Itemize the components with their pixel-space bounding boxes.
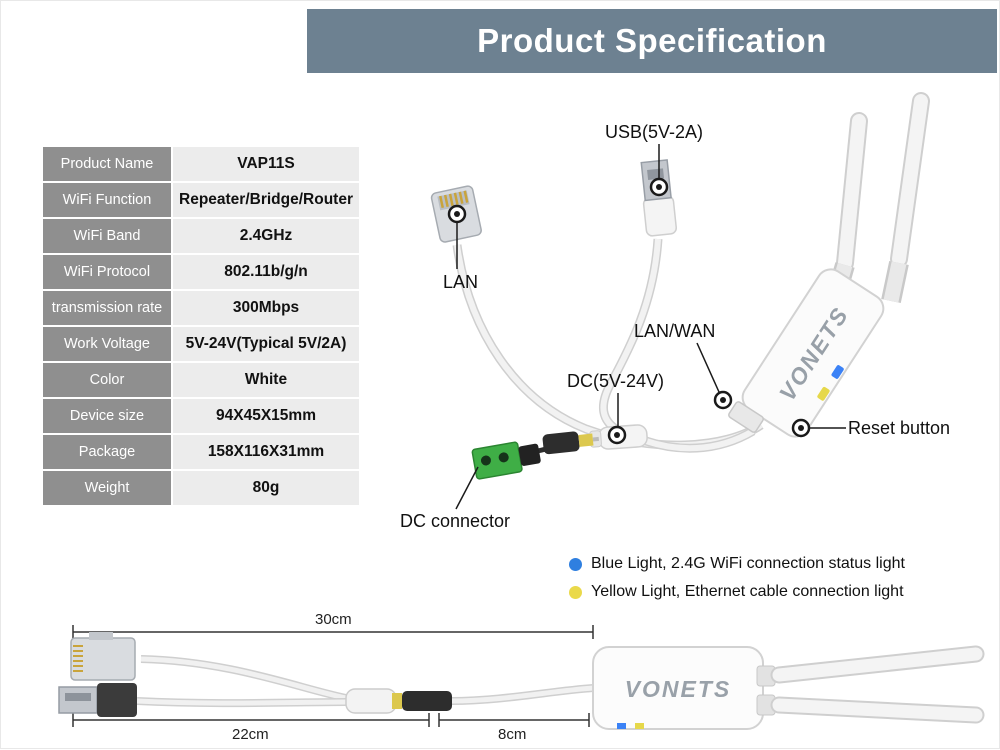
lan-wan-marker bbox=[713, 390, 733, 410]
usb-connector-icon bbox=[640, 159, 678, 237]
spec-table-row: Work Voltage 5V-24V(Typical 5V/2A) bbox=[43, 327, 359, 361]
spec-row-value: 158X116X31mm bbox=[173, 435, 359, 469]
dimension-total: 30cm bbox=[315, 611, 352, 628]
product-photo-top: VONETS bbox=[430, 92, 930, 510]
spec-table-row: WiFi Protocol 802.11b/g/n bbox=[43, 255, 359, 289]
spec-table-row: Device size 94X45X15mm bbox=[43, 399, 359, 433]
spec-row-label: transmission rate bbox=[43, 291, 171, 325]
yellow-status-light-bottom bbox=[635, 723, 644, 729]
callout-lines bbox=[455, 144, 846, 510]
callout-lan-wan: LAN/WAN bbox=[634, 321, 716, 341]
spec-table-row: Package 158X116X31mm bbox=[43, 435, 359, 469]
dc-connector-pair-icon bbox=[345, 688, 452, 714]
spec-row-value: 300Mbps bbox=[173, 291, 359, 325]
spec-table: Product Name VAP11S WiFi Function Repeat… bbox=[43, 147, 359, 507]
spec-row-label: WiFi Protocol bbox=[43, 255, 171, 289]
spec-row-label: WiFi Function bbox=[43, 183, 171, 217]
lan-connector-bottom-icon bbox=[70, 632, 136, 681]
dimension-cable: 22cm bbox=[232, 726, 269, 743]
spec-row-value: VAP11S bbox=[173, 147, 359, 181]
spec-table-row: Weight 80g bbox=[43, 471, 359, 505]
dimension-lines bbox=[72, 625, 594, 727]
callout-dc-connector: DC connector bbox=[400, 511, 511, 531]
usb-marker bbox=[649, 177, 669, 197]
callout-reset-button: Reset button bbox=[848, 418, 951, 438]
header-banner: Product Specification bbox=[307, 9, 997, 73]
spec-row-value: 94X45X15mm bbox=[173, 399, 359, 433]
spec-row-value: 80g bbox=[173, 471, 359, 505]
legend-item-yellow: Yellow Light, Ethernet cable connection … bbox=[569, 578, 905, 606]
antenna-left-icon bbox=[827, 112, 868, 296]
callout-usb: USB(5V-2A) bbox=[605, 122, 704, 142]
lan-marker bbox=[447, 204, 467, 224]
spec-row-label: Device size bbox=[43, 399, 171, 433]
spec-row-value: 802.11b/g/n bbox=[173, 255, 359, 289]
spec-row-label: Product Name bbox=[43, 147, 171, 181]
status-light-legend: Blue Light, 2.4G WiFi connection status … bbox=[569, 550, 905, 606]
yellow-status-light bbox=[817, 386, 830, 401]
spec-row-value: 5V-24V(Typical 5V/2A) bbox=[173, 327, 359, 361]
legend-text-yellow: Yellow Light, Ethernet cable connection … bbox=[591, 583, 904, 600]
spec-row-value: 2.4GHz bbox=[173, 219, 359, 253]
dimension-device: 8cm bbox=[498, 726, 527, 743]
callout-dc: DC(5V-24V) bbox=[567, 371, 665, 391]
spec-row-label: Weight bbox=[43, 471, 171, 505]
dc-marker bbox=[607, 425, 627, 445]
brand-logo-bottom: VONETS bbox=[625, 676, 732, 702]
legend-item-blue: Blue Light, 2.4G WiFi connection status … bbox=[569, 550, 905, 578]
spec-row-label: Work Voltage bbox=[43, 327, 171, 361]
callout-lan: LAN bbox=[443, 272, 479, 292]
usb-connector-bottom-icon bbox=[58, 683, 137, 717]
spec-row-value: Repeater/Bridge/Router bbox=[173, 183, 359, 217]
antenna-right-icon bbox=[881, 92, 930, 304]
spec-row-label: WiFi Band bbox=[43, 219, 171, 253]
spec-row-value: White bbox=[173, 363, 359, 397]
spec-table-row: WiFi Band 2.4GHz bbox=[43, 219, 359, 253]
blue-status-light bbox=[831, 365, 844, 379]
blue-status-light-bottom bbox=[617, 723, 626, 729]
cables bbox=[452, 238, 764, 456]
spec-row-label: Color bbox=[43, 363, 171, 397]
reset-marker bbox=[791, 418, 811, 438]
device-body-bottom: VONETS bbox=[592, 646, 764, 730]
spec-row-label: Package bbox=[43, 435, 171, 469]
spec-table-row: Product Name VAP11S bbox=[43, 147, 359, 181]
dc-plug-icon bbox=[542, 431, 600, 455]
dc-terminal-connector-icon bbox=[471, 441, 541, 480]
product-photo-bottom: VONETS bbox=[58, 625, 985, 730]
yellow-dot-icon bbox=[569, 585, 582, 599]
spec-table-row: WiFi Function Repeater/Bridge/Router bbox=[43, 183, 359, 217]
antenna-top-bottomview-icon bbox=[756, 645, 985, 687]
lan-wan-port bbox=[728, 401, 764, 433]
spec-table-row: transmission rate 300Mbps bbox=[43, 291, 359, 325]
legend-text-blue: Blue Light, 2.4G WiFi connection status … bbox=[591, 555, 905, 572]
antenna-bottom-bottomview-icon bbox=[756, 694, 985, 724]
blue-dot-icon bbox=[569, 557, 582, 571]
page-title: Product Specification bbox=[477, 22, 827, 59]
spec-table-row: Color White bbox=[43, 363, 359, 397]
cables-bottom bbox=[136, 655, 594, 708]
